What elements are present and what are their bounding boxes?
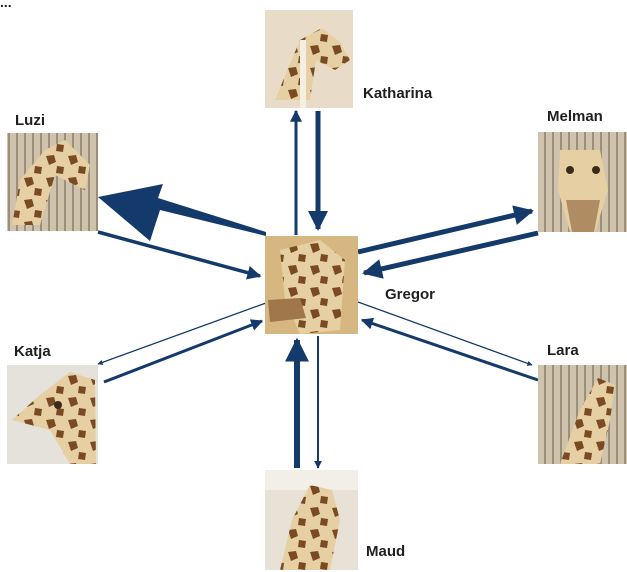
photo-melman	[538, 132, 627, 232]
label-melman: Melman	[547, 108, 603, 125]
label-luzi: Luzi	[15, 112, 45, 129]
label-lara: Lara	[547, 342, 579, 359]
photo-luzi	[7, 133, 98, 231]
arrow-katja-to-gregor	[104, 321, 262, 382]
photo-katja	[7, 365, 98, 464]
label-katharina: Katharina	[363, 85, 433, 102]
photo-katharina	[265, 10, 353, 108]
label-katja: Katja	[14, 343, 51, 360]
arrow-gregor-to-katja	[98, 303, 266, 364]
photo-lara	[538, 365, 627, 464]
arrow-gregor-to-lara	[358, 302, 532, 365]
arrow-luzi-to-gregor	[98, 232, 260, 276]
arrow-melman-to-gregor	[364, 233, 538, 273]
arrow-gregor-to-luzi	[98, 184, 266, 241]
photo-gregor	[265, 236, 358, 334]
arrow-gregor-to-melman	[358, 211, 532, 252]
photo-maud	[265, 470, 358, 570]
arrow-lara-to-gregor	[362, 320, 538, 380]
label-gregor: Gregor	[385, 286, 435, 303]
label-maud: Maud	[366, 543, 405, 560]
top-fragment-text: ...	[0, 0, 12, 10]
